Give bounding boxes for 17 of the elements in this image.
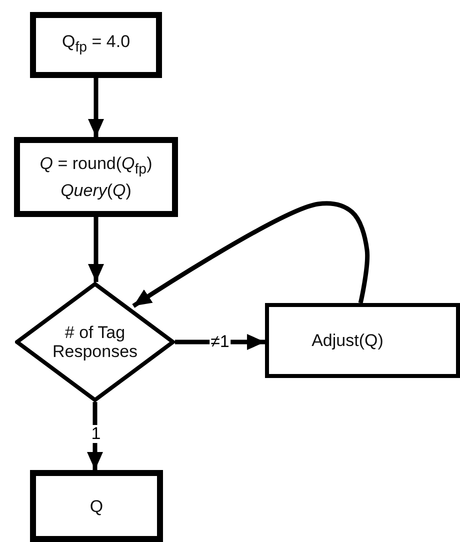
node-text: # of Tag Responses [51, 323, 139, 361]
node-text: Q$_{fp}$ = 4.0 [62, 31, 130, 58]
arrow [88, 217, 104, 282]
node-text: Q = round(Q$_{fp}$) [40, 152, 152, 180]
node-text: Query(Q) [60, 180, 132, 202]
edge-label: 1 [90, 425, 102, 443]
process-box [265, 303, 460, 378]
decision-diamond [15, 282, 175, 402]
node-text: Adjust(Q) [312, 330, 384, 351]
process-box [30, 470, 163, 542]
arrow [132, 201, 370, 308]
node-text: Q [90, 496, 104, 516]
arrow [175, 334, 265, 350]
process-box [30, 12, 162, 78]
arrow [88, 78, 104, 137]
process-box [14, 137, 178, 217]
arrow [87, 402, 103, 470]
